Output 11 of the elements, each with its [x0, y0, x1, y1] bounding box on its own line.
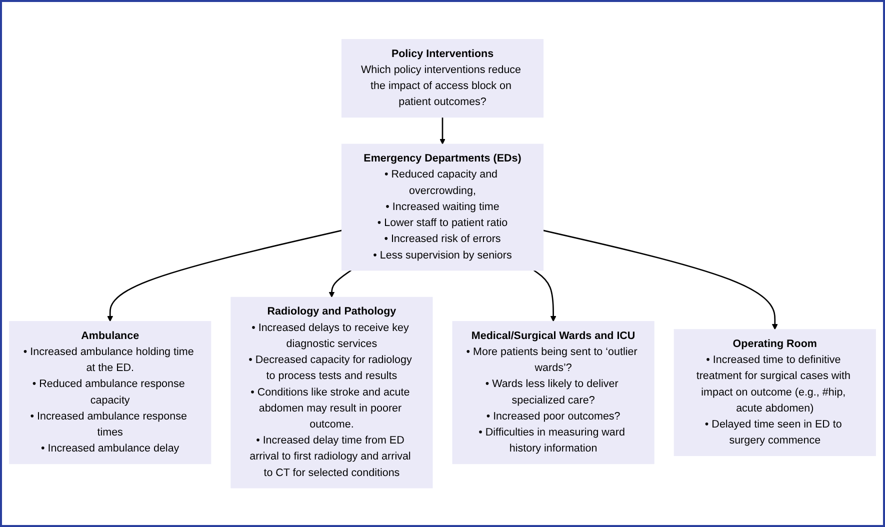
node-box: Emergency Departments (EDs) • Reduced capacity and overcrowding, • Increased waiting time • Lower staff to patient ratio • Increased risk of errors • Less supervision by seniors	[341, 144, 544, 271]
arrow	[107, 230, 342, 322]
arrow	[533, 270, 556, 322]
node-box: Policy Interventions Which policy interventions reduce the impact of access block on patient outcomes?	[341, 38, 544, 118]
arrow	[440, 117, 446, 144]
arrow	[543, 230, 778, 330]
node-box: Radiology and Pathology • Increased delays to receive key diagnostic services • Decreased capacity for radiology to process tests and results • Conditions like stroke and acute abdomen may result in poorer outcome. • Increased delay time from ED arrival to first radiology and arrival to CT for selected conditions	[230, 296, 433, 488]
node-box: Medical/Surgical Wards and ICU • More patients being sent to ‘outlier wards’? • Wards less likely to deliver specialized care? • Increased poor outcomes? • Difficulties in measuring ward history information	[452, 320, 654, 464]
arrow	[328, 270, 352, 298]
node-box: Ambulance • Increased ambulance holding time at the ED. • Reduced ambulance response capacity • Increased ambulance response times • Increased ambulance delay	[9, 320, 212, 464]
node-box: Operating Room • Increased time to definitive treatment for surgical cases with impact on outcome (e.g., #hip, acute abdomen) • Delayed time seen in ED to surgery commence	[674, 328, 876, 456]
